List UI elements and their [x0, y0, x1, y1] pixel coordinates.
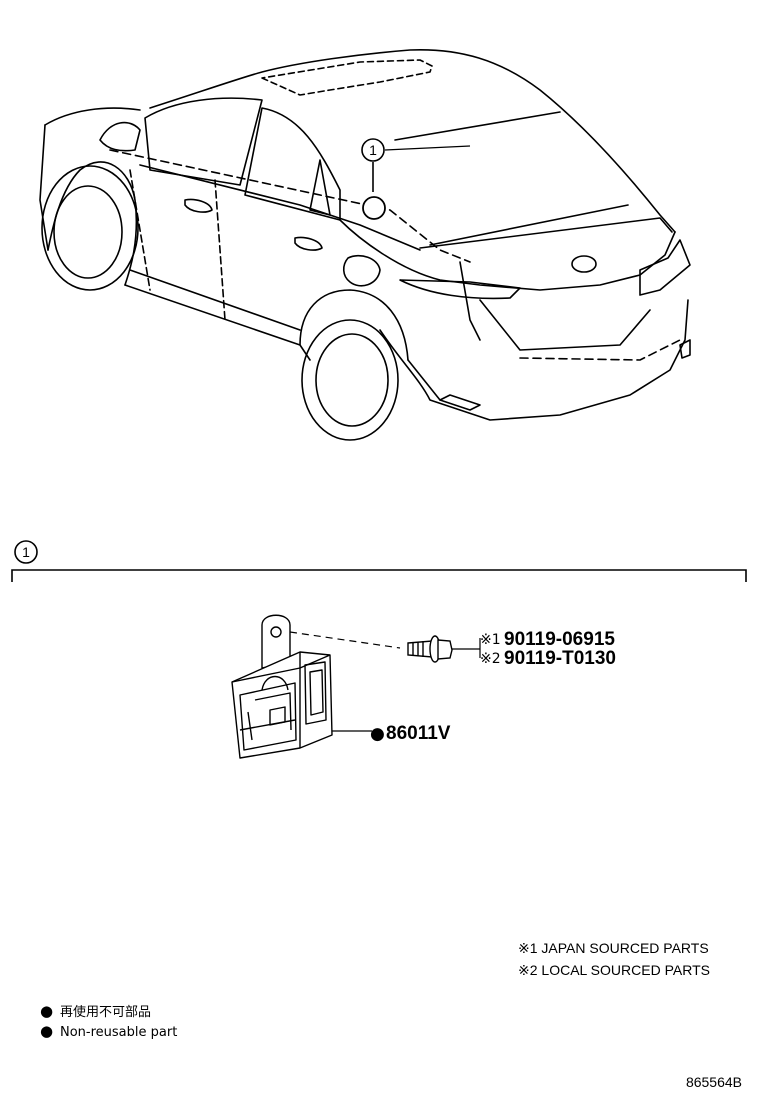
legend-japanese: 再使用不可部品: [60, 1004, 151, 1020]
bolt-1-marker: ※1: [480, 632, 501, 648]
module-non-reusable-marker: ●: [370, 724, 385, 744]
legend-bullet-2: ●: [40, 1022, 53, 1040]
bolt-1-part-number: 90119-06915: [504, 629, 615, 650]
note-japan-sourced: ※1 JAPAN SOURCED PARTS: [518, 940, 709, 956]
module-drawing: [231, 614, 333, 759]
car-illustration: [39, 48, 691, 441]
bolt-2-part-number: 90119-T0130: [504, 648, 616, 669]
module-part-number: 86011V: [386, 723, 451, 744]
note-local-sourced: ※2 LOCAL SOURCED PARTS: [518, 962, 710, 978]
legend-english: Non-reusable part: [60, 1025, 177, 1040]
legend-bullet-1: ●: [40, 1002, 53, 1020]
diagram-number: 865564B: [686, 1074, 742, 1090]
bolt-2-marker: ※2: [480, 651, 501, 667]
section-number: 1: [22, 544, 30, 560]
car-callout-number: 1: [369, 142, 377, 158]
car-callout: 1: [361, 138, 471, 220]
section-header: 1: [11, 540, 747, 582]
bolt-leader: [289, 631, 401, 649]
bolt-drawing: [407, 635, 453, 663]
